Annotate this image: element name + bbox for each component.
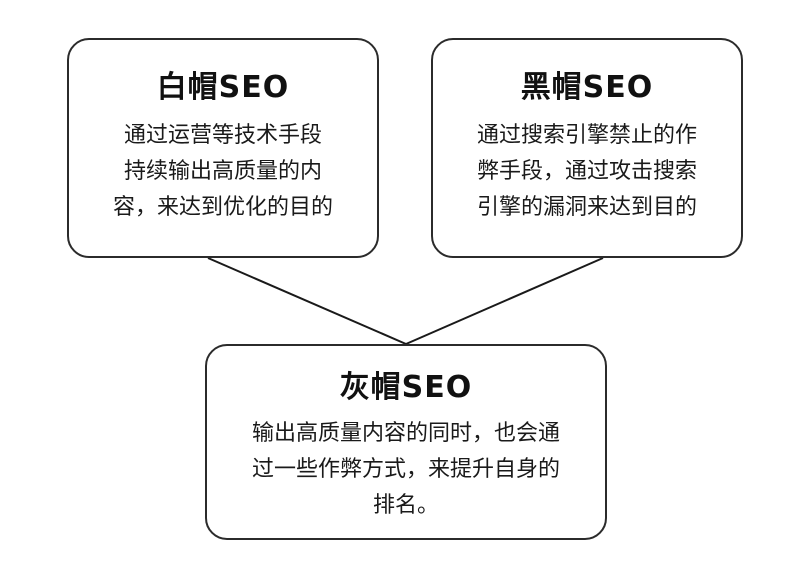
white-hat-title: 白帽SEO [156,70,290,105]
black-hat-line: 引擎的漏洞来达到目的 [476,195,697,220]
black-hat-description: 通过搜索引擎禁止的作 弊手段，通过攻击搜索 引擎的漏洞来达到目的 [459,118,715,226]
white-hat-seo-node: 白帽SEO 通过运营等技术手段 持续输出高质量的内 容，来达到优化的目的 [67,38,379,258]
gray-hat-line: 输出高质量内容的同时，也会通 [251,421,560,446]
gray-hat-seo-node: 灰帽SEO 输出高质量内容的同时，也会通 过一些作弊方式，来提升自身的 排名。 [205,344,607,540]
white-hat-line: 持续输出高质量的内 [123,159,322,184]
gray-hat-line: 排名。 [372,493,439,518]
connector-black-to-gray [405,257,604,345]
white-hat-line: 容，来达到优化的目的 [112,195,333,220]
black-hat-line: 通过搜索引擎禁止的作 [476,123,697,148]
white-hat-description: 通过运营等技术手段 持续输出高质量的内 容，来达到优化的目的 [95,118,351,226]
black-hat-seo-node: 黑帽SEO 通过搜索引擎禁止的作 弊手段，通过攻击搜索 引擎的漏洞来达到目的 [431,38,743,258]
black-hat-line: 弊手段，通过攻击搜索 [476,159,697,184]
white-hat-line: 通过运营等技术手段 [123,123,322,148]
connector-white-to-gray [207,257,407,345]
gray-hat-title: 灰帽SEO [339,370,473,405]
gray-hat-description: 输出高质量内容的同时，也会通 过一些作弊方式，来提升自身的 排名。 [231,416,581,524]
black-hat-title: 黑帽SEO [520,70,654,105]
gray-hat-line: 过一些作弊方式，来提升自身的 [251,457,560,482]
